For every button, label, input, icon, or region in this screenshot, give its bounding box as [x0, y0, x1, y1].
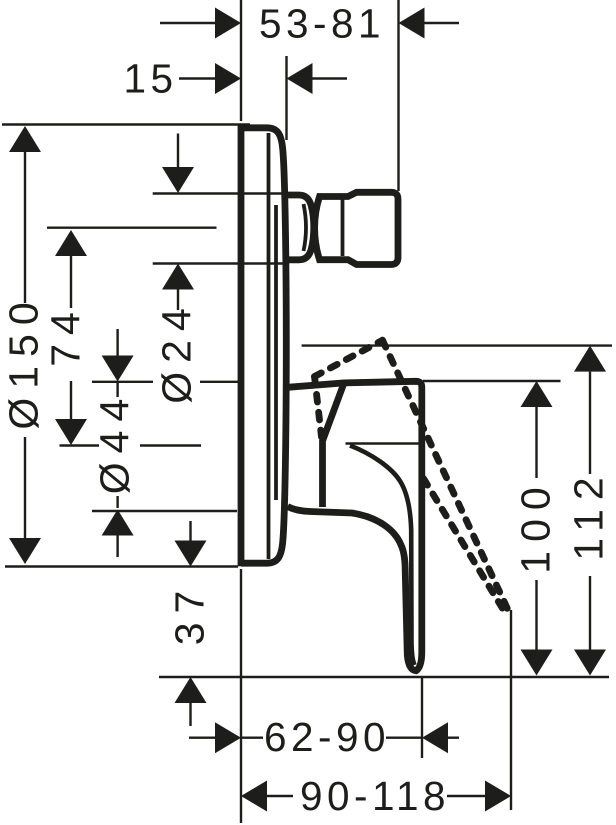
- svg-text:53-81: 53-81: [259, 1, 385, 47]
- svg-text:Ø44: Ø44: [92, 390, 138, 495]
- svg-text:Ø150: Ø150: [1, 293, 47, 429]
- svg-text:112: 112: [566, 468, 612, 560]
- svg-text:74: 74: [43, 303, 89, 367]
- svg-text:62-90: 62-90: [264, 714, 390, 760]
- svg-text:100: 100: [513, 478, 559, 573]
- svg-text:90-118: 90-118: [300, 773, 450, 819]
- svg-text:15: 15: [123, 56, 177, 102]
- svg-text:Ø24: Ø24: [154, 299, 200, 404]
- svg-text:37: 37: [167, 582, 213, 646]
